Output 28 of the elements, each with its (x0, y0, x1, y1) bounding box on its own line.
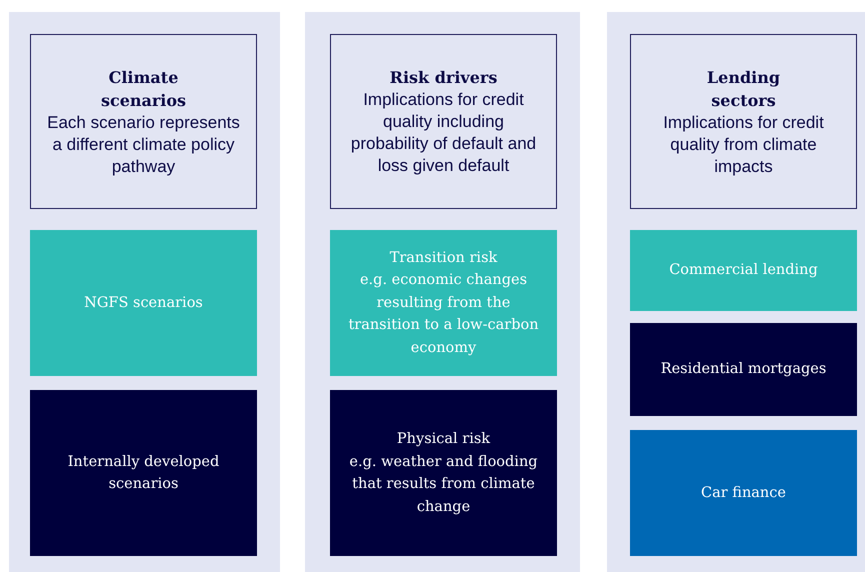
header-box (630, 34, 857, 209)
description-text: Implications for credit quality including probability of default and loss given default (350, 89, 538, 177)
header-box (30, 34, 257, 209)
category-box (630, 430, 857, 556)
column-panel (607, 12, 865, 572)
description-text: Implications for credit quality from climate impacts (662, 112, 825, 178)
heading-text: Lending sectors (706, 66, 782, 112)
category-box (30, 230, 257, 376)
box-label: Internally developed scenarios (66, 452, 220, 494)
box-label: Transition risk (390, 248, 498, 268)
heading-text: Climate scenarios (100, 66, 188, 112)
header-box (330, 34, 557, 209)
column-panel (305, 12, 580, 572)
category-box (330, 230, 557, 376)
box-label: Commercial lending (669, 261, 818, 280)
box-label: Physical risk (396, 430, 490, 449)
box-label: NGFS scenarios (84, 294, 203, 313)
box-label: Residential mortgages (660, 360, 826, 380)
box-label: Car finance (701, 484, 786, 503)
description-text: e.g. economic changes resulting from the transition to a low-carbon economy (347, 271, 540, 358)
category-box (330, 390, 557, 556)
category-box (630, 230, 857, 311)
category-box (630, 323, 857, 416)
category-box (30, 390, 257, 556)
heading-text: Risk drivers (388, 67, 498, 89)
description-text: e.g. weather and flooding that results from climate change (348, 452, 539, 516)
column-panel (9, 12, 280, 572)
description-text: Each scenario represents a different climate policy pathway (46, 112, 241, 178)
